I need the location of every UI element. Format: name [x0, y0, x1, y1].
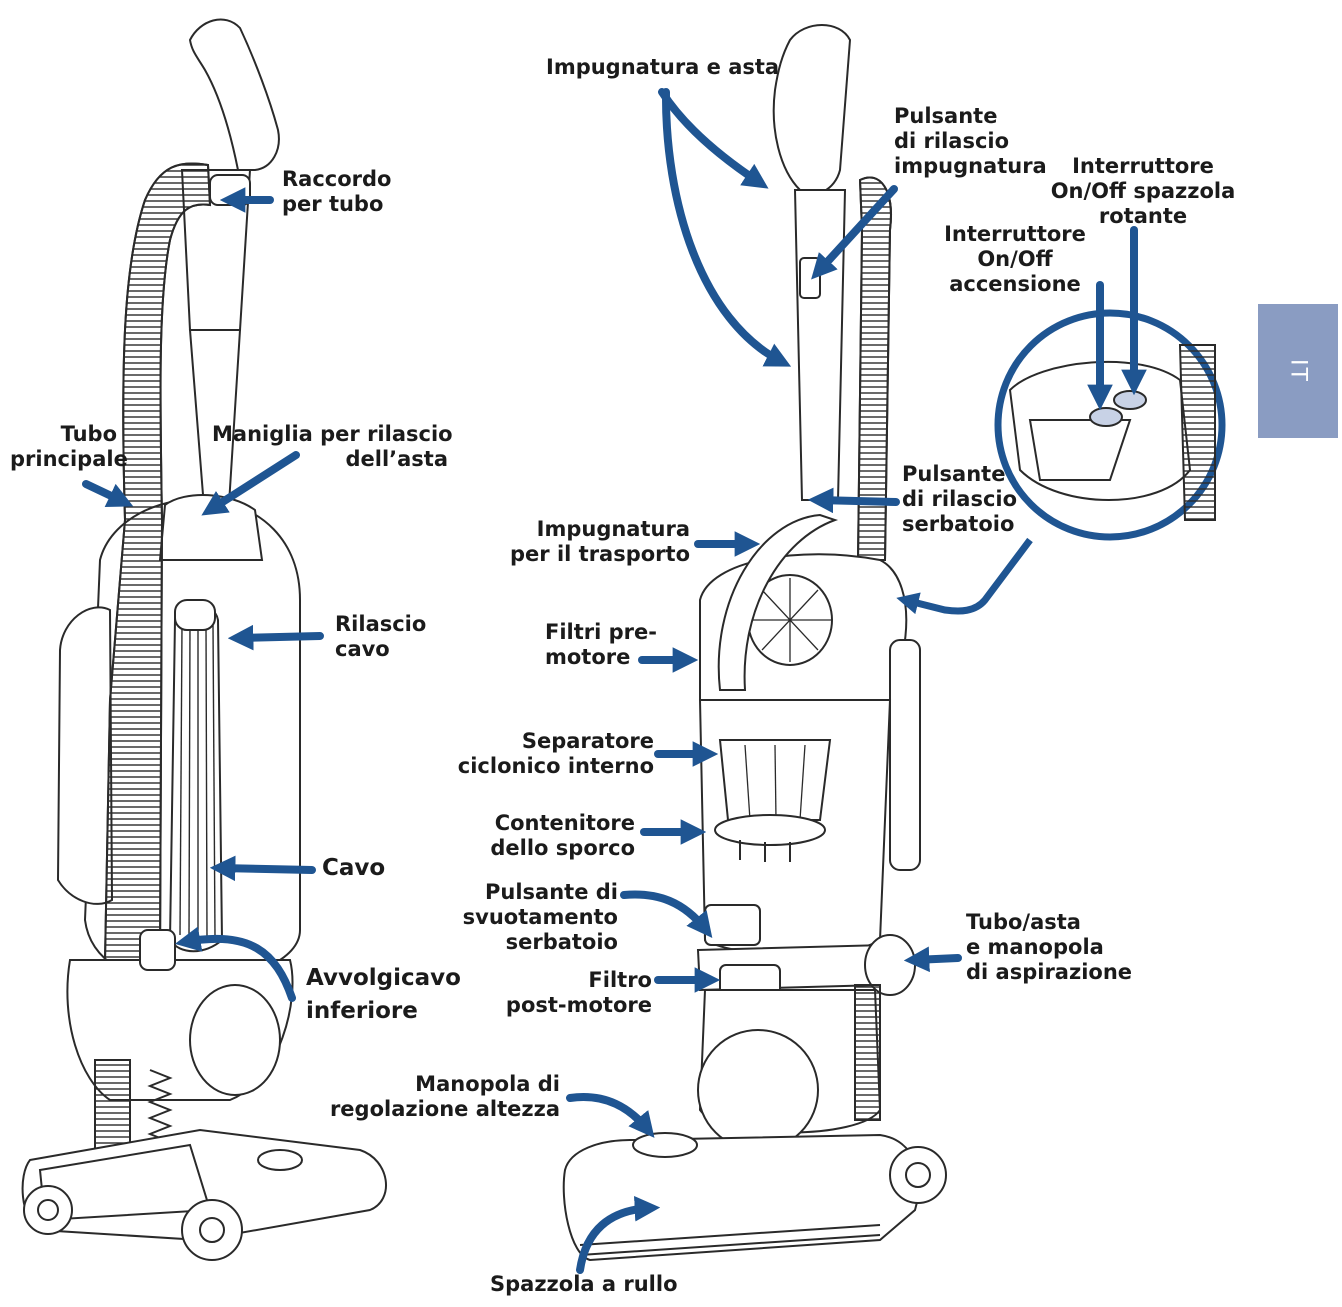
- right-vacuum: [562, 24, 947, 1262]
- label-pre-motor-filters: Filtri pre-motore: [545, 620, 657, 669]
- label-brush-roll: Spazzola a rullo: [490, 1272, 678, 1296]
- language-tab: IT: [1258, 304, 1338, 438]
- label-cord: Cavo: [322, 855, 386, 881]
- switch-detail-circle: [896, 309, 1226, 615]
- language-tab-label: IT: [1285, 359, 1311, 383]
- callout-arrows: [82, 88, 1147, 1274]
- left-vacuum: [21, 18, 387, 1261]
- label-handle-and-wand: Impugnatura e asta: [546, 55, 780, 79]
